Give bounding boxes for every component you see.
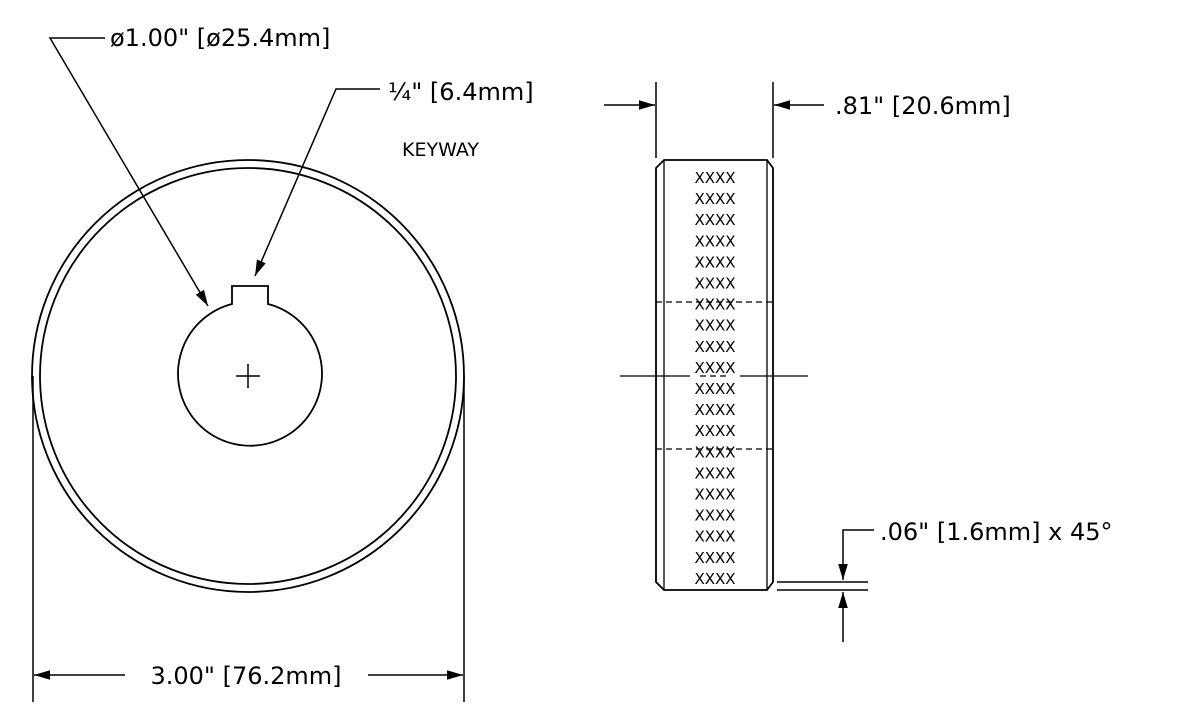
knurl-row: XXXX [694, 190, 735, 208]
knurl-row: XXXX [694, 275, 735, 293]
knurl-row: XXXX [694, 528, 735, 546]
knurl-row: XXXX [694, 296, 735, 314]
knurl-row: XXXX [694, 549, 735, 567]
bore-with-keyway [177, 285, 323, 447]
width-dimension [604, 82, 824, 158]
knurl-row: XXXX [694, 401, 735, 419]
knurl-row: XXXX [694, 464, 735, 482]
knurl-row: XXXX [694, 232, 735, 250]
knurl-row: XXXX [694, 443, 735, 461]
width-label: .81" [20.6mm] [835, 92, 1011, 120]
knurl-row: XXXX [694, 338, 735, 356]
knurl-row: XXXX [694, 570, 735, 588]
keyway-leader [254, 88, 380, 277]
chamfer-arrow-top [838, 529, 874, 580]
knurl-row: XXXX [694, 359, 735, 377]
knurl-row: XXXX [694, 253, 735, 271]
knurl-row: XXXX [694, 211, 735, 229]
knurl-row: XXXX [694, 317, 735, 335]
keyway-size-label: ¼" [6.4mm] [388, 78, 534, 106]
knurl-row: XXXX [694, 507, 735, 525]
knurl-pattern: XXXX XXXX XXXX XXXX XXXX XXXX XXXX XXXX XXXX XXXX… [694, 169, 735, 588]
knurl-row: XXXX [694, 380, 735, 398]
outer-diameter-label: 3.00" [76.2mm] [150, 662, 341, 690]
knurl-row: XXXX [694, 422, 735, 440]
keyway-note: KEYWAY [402, 139, 479, 161]
knurl-row: XXXX [694, 169, 735, 187]
bore-diameter-label: ø1.00" [ø25.4mm] [110, 24, 330, 52]
outer-chamfer-edge [39, 167, 457, 585]
front-view [31, 159, 465, 593]
chamfer-label: .06" [1.6mm] x 45° [880, 518, 1113, 546]
outer-diameter-dimension [32, 376, 465, 702]
knurl-row: XXXX [694, 486, 735, 504]
bore-leader [48, 37, 209, 307]
chamfer-dimension [777, 529, 874, 642]
side-view [620, 159, 808, 591]
